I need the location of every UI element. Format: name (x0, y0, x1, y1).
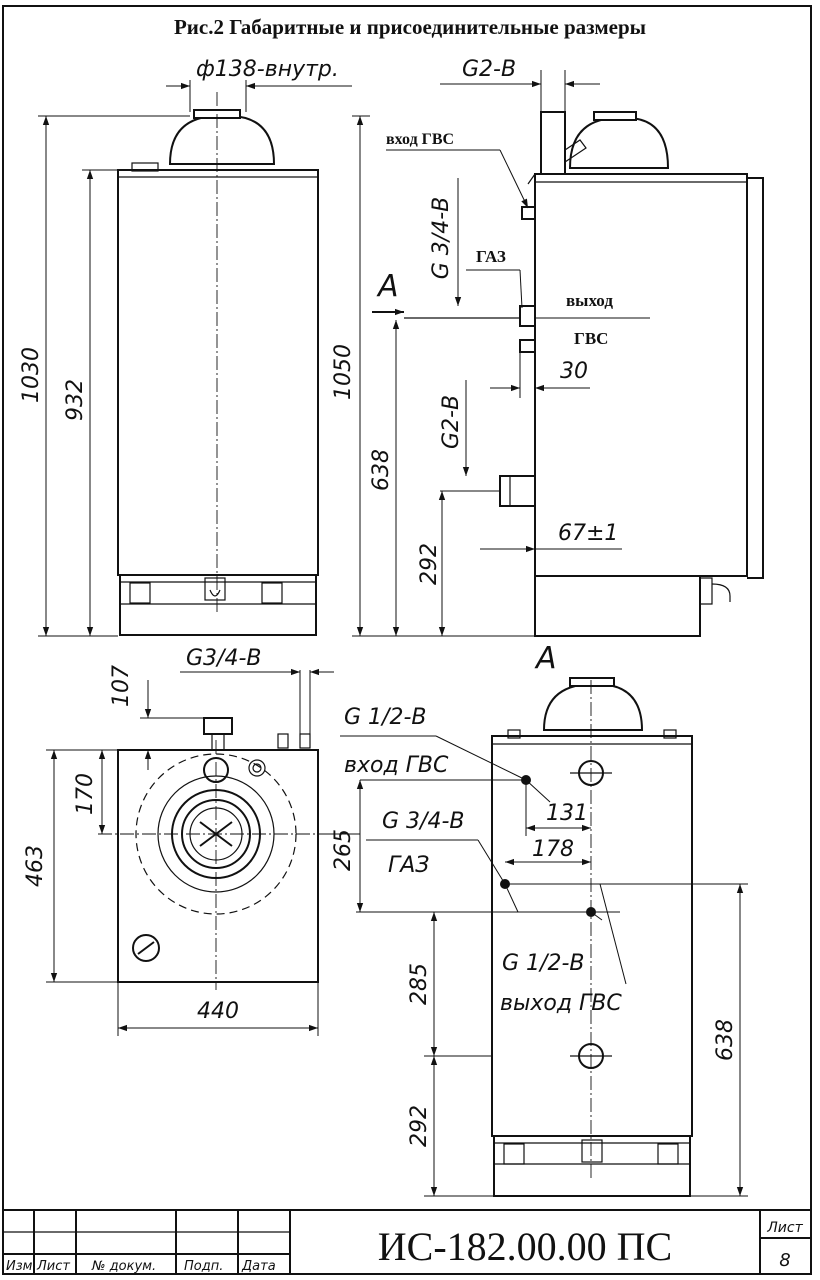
view-a-dim-638: 638 (713, 1019, 738, 1061)
top-thread-label: G3/4-B (186, 646, 262, 671)
view-a-dim-285: 285 (407, 963, 432, 1005)
top-inlet-block (203, 717, 233, 735)
side-outlet-label-1: выход (566, 291, 613, 310)
side-drain-fitting (499, 475, 536, 507)
side-height-total-label: 1050 (331, 344, 356, 400)
view-a-outlet-label: выход ГВС (500, 991, 622, 1016)
top-dim-463: 463 (23, 845, 48, 887)
title-block-col-date: Дата (241, 1259, 276, 1274)
side-base (534, 575, 701, 637)
top-view: G3/4-B 107 170 463 265 440 (23, 646, 360, 1036)
side-dim-30: 30 (560, 359, 588, 384)
title-block-col-izm: Изм. (6, 1259, 37, 1274)
side-drain-thread-label: G2-B (439, 395, 464, 449)
front-base-feet-right (261, 582, 283, 604)
side-gas-fitting (519, 305, 536, 327)
view-a-title: A (534, 641, 557, 676)
view-a-inlet-thread: G 1/2-B (344, 705, 426, 730)
top-dim-265: 265 (331, 829, 356, 871)
top-dim-107: 107 (109, 665, 134, 707)
side-rear-bracket (747, 177, 764, 579)
view-a-outlet-thread: G 1/2-B (502, 951, 584, 976)
figure-title: Рис.2 Габаритные и присоединительные раз… (174, 15, 646, 39)
view-a-dim-292: 292 (407, 1105, 432, 1147)
title-block: Изм. Лист № докум. Подп. Дата ИС-182.00.… (3, 1209, 811, 1274)
title-block-col-sign: Подп. (184, 1259, 223, 1274)
view-a-body (491, 735, 693, 1137)
front-flue-hood (168, 115, 276, 165)
side-flue-thread-label: G2-B (462, 57, 516, 82)
title-block-sheet-label: Лист (766, 1220, 803, 1236)
view-a-inlet-label: вход ГВС (344, 753, 449, 778)
side-gas-label: ГАЗ (476, 247, 506, 266)
title-block-col-doc: № докум. (91, 1259, 156, 1274)
front-drain-valve (204, 577, 226, 601)
view-a-dim-178: 178 (532, 837, 574, 862)
top-drain-circle (132, 934, 160, 962)
top-dim-170: 170 (73, 773, 98, 815)
side-inlet-label: вход ГВС (386, 131, 454, 148)
side-view: A вход ГВС G2-B G 3/4-B ГАЗ выход ГВС 30… (331, 57, 764, 637)
front-base-feet-left (129, 582, 151, 604)
side-dim-638: 638 (369, 449, 394, 491)
view-a-flue-hood (542, 683, 644, 731)
front-view: ф138-внутр. 1030 932 (19, 57, 352, 637)
title-block-sheet-number: 8 (779, 1250, 790, 1271)
side-outlet-fitting (519, 339, 536, 353)
front-base (119, 574, 317, 636)
front-flue-diameter-label: ф138-внутр. (196, 57, 339, 82)
front-body (117, 169, 319, 576)
top-dim-440: 440 (197, 999, 239, 1024)
sheet-frame (2, 5, 812, 1275)
side-section-mark: A (376, 269, 399, 304)
view-a-dim-131: 131 (546, 801, 588, 826)
view-a-gas-label: ГАЗ (388, 853, 429, 878)
side-flue-hood (568, 117, 670, 169)
side-inlet-thread-label: G 3/4-B (429, 197, 454, 279)
title-block-designation: ИС-182.00.00 ПС (378, 1224, 672, 1269)
front-height-total-label: 1030 (19, 347, 44, 403)
view-a-gas-thread: G 3/4-B (382, 809, 464, 834)
side-inlet-fitting (521, 206, 536, 220)
title-block-col-list: Лист (36, 1259, 70, 1274)
front-height-body-label: 932 (63, 379, 88, 421)
side-flue-pipe (540, 111, 566, 175)
side-outlet-label-2: ГВС (574, 329, 608, 348)
view-a: A G 1/2-B вход ГВС 131 (340, 641, 748, 1197)
side-dim-67: 67±1 (558, 521, 618, 546)
side-dim-292: 292 (417, 543, 442, 585)
